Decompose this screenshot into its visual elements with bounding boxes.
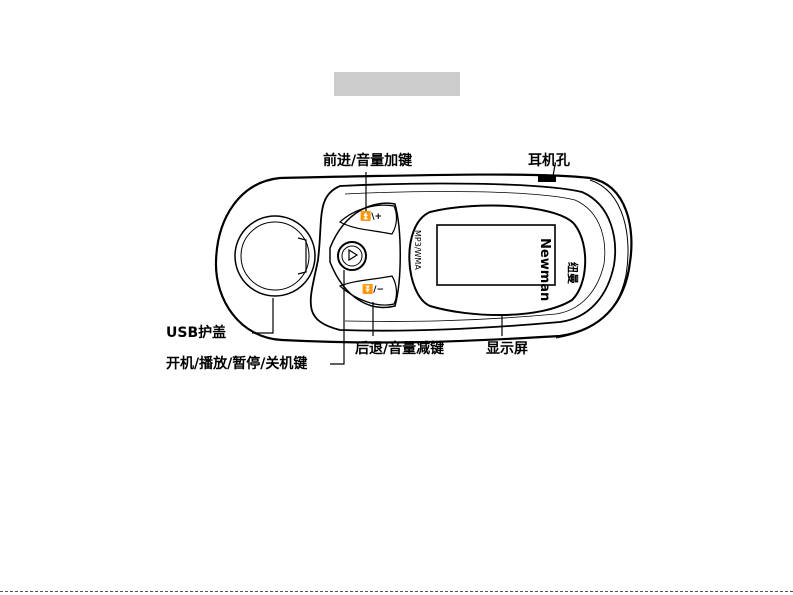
vol-down-glyph: ⏬/− — [362, 282, 384, 298]
usb-cover-ring-outer — [235, 216, 315, 296]
vol-up-glyph: ⏫\+ — [360, 209, 382, 225]
label-headphone-jack: 耳机孔 — [528, 153, 570, 169]
player-outer-shadow — [556, 180, 628, 338]
label-volume-up: 前进/音量加键 — [323, 153, 412, 169]
brand-text: Newman — [536, 238, 552, 301]
headphone-jack — [538, 176, 556, 182]
footer-rule — [0, 591, 793, 592]
play-button-inner — [342, 246, 362, 266]
usb-cover-clasp — [298, 238, 306, 274]
brand-cn-text: 纽曼 — [564, 262, 580, 284]
usb-cover-ring-inner — [241, 222, 309, 290]
label-volume-down: 后退/音量减键 — [355, 341, 444, 357]
label-power-play: 开机/播放/暂停/关机键 — [166, 356, 307, 372]
model-text: MP3/WMA — [409, 230, 425, 270]
play-icon — [349, 250, 357, 260]
label-display: 显示屏 — [486, 341, 528, 357]
label-usb-cover: USB护盖 — [166, 325, 226, 341]
leader-usb — [252, 298, 273, 333]
